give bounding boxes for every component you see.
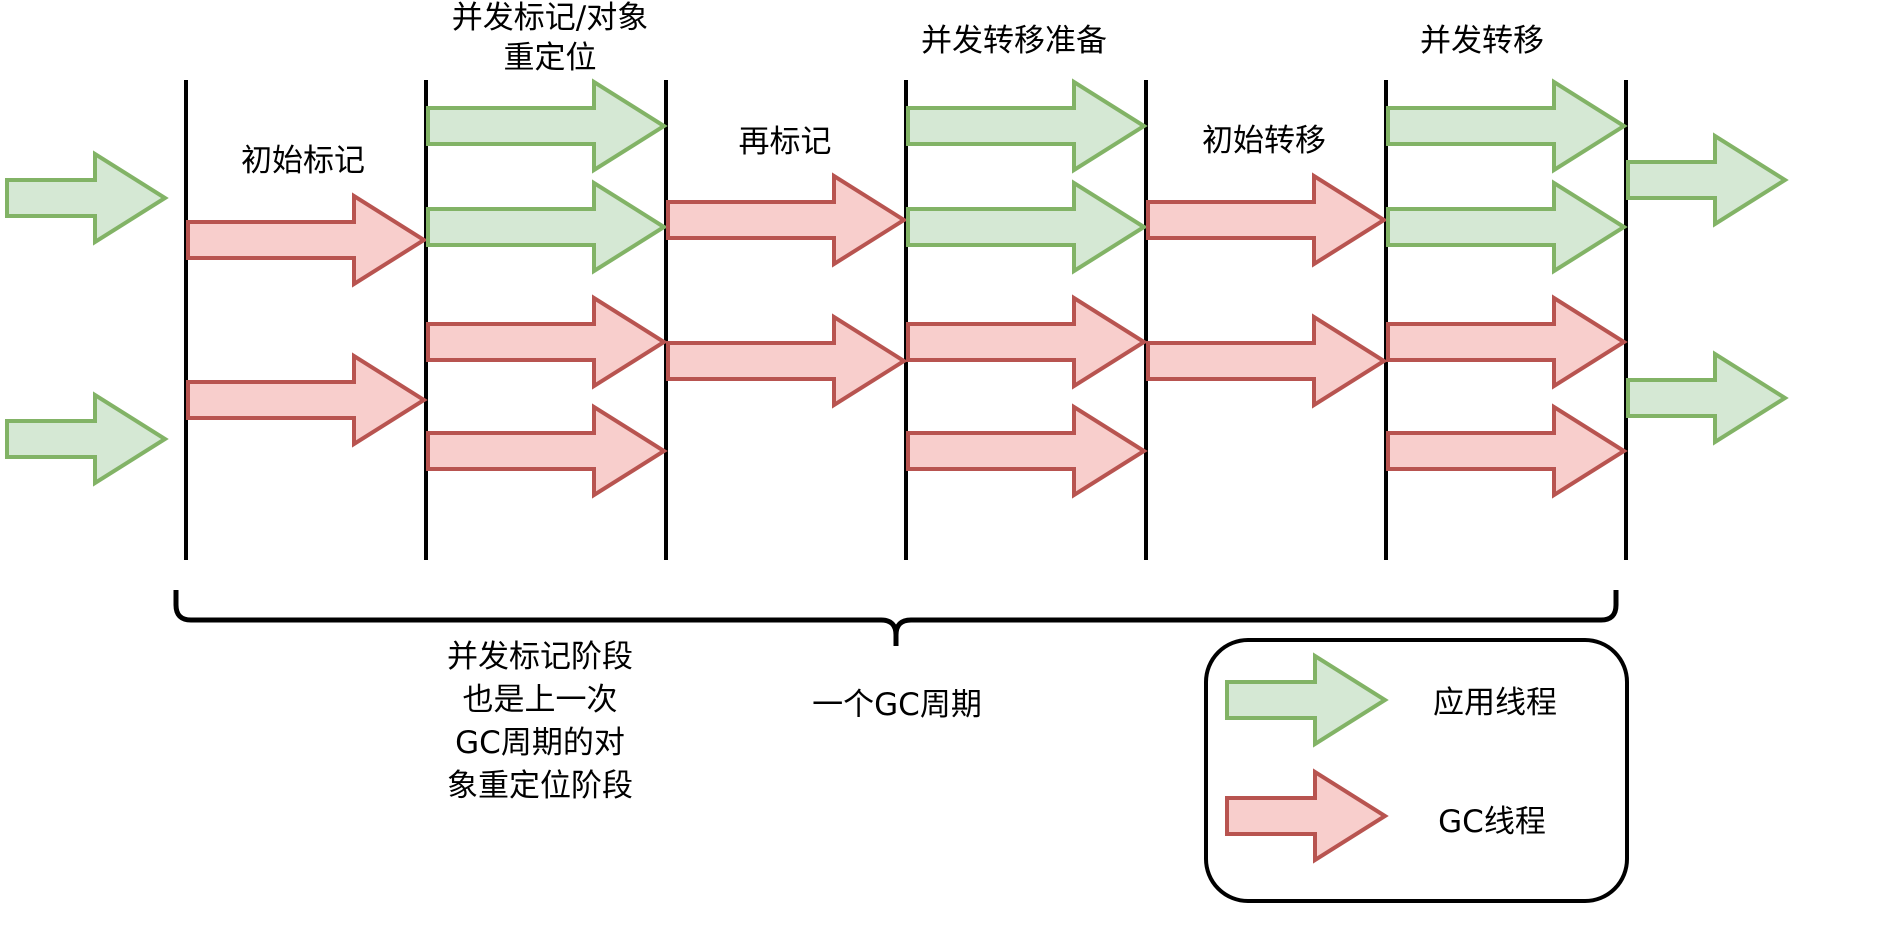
phase-label-concurrent-mark-relocate-line1: 并发标记/对象 [451,0,649,36]
gc-cycle-label: 一个GC周期 [812,687,982,723]
gc-cycle-brace [173,590,1619,646]
app-thread-arrow [5,391,169,487]
phase-label-concurrent-mark-relocate-line2: 重定位 [503,40,597,76]
gc-thread-arrow [666,313,908,409]
phase-dividers [184,80,1628,560]
app-thread-arrow [1386,179,1628,275]
note-line: 也是上一次 [462,682,618,718]
phase-label-concurrent-mark-relocate: 并发标记/对象 重定位 [452,0,648,78]
legend-box [1204,638,1629,903]
note-line: 并发标记阶段 [447,639,633,675]
gc-thread-arrow [906,294,1148,390]
app-thread-arrow [426,78,668,174]
app-thread-arrow [906,78,1148,174]
gc-thread-arrow [1386,403,1628,499]
legend-label-gc-thread: GC线程 [1438,804,1546,840]
app-thread-arrow [426,179,668,275]
gc-thread-arrow [186,192,428,288]
gc-thread-arrow [426,294,668,390]
phase-label-remark: 再标记 [738,124,832,160]
note-line: 象重定位阶段 [447,768,633,804]
legend-arrows [1225,652,1389,864]
gc-thread-arrow [186,352,428,448]
concurrent-mark-note: 并发标记阶段 也是上一次 GC周期的对 象重定位阶段 [447,636,633,808]
gc-thread-arrow [1146,313,1388,409]
phase-label-initial-relocate: 初始转移 [1202,123,1326,159]
legend-gc-arrow-icon [1225,768,1389,864]
legend-app-arrow-icon [1225,652,1389,748]
legend-label-app-thread: 应用线程 [1433,685,1557,721]
gc-thread-arrow [426,403,668,499]
app-thread-arrow [1626,132,1789,228]
gc-thread-arrow [1386,294,1628,390]
gc-thread-arrow [1146,172,1388,268]
app-thread-arrow [906,179,1148,275]
phase-label-concurrent-relocate-prep: 并发转移准备 [921,23,1107,59]
phase-label-concurrent-relocate: 并发转移 [1420,23,1544,59]
phase-label-initial-mark: 初始标记 [241,143,365,179]
note-line: GC周期的对 [455,725,625,761]
gc-thread-arrow [906,403,1148,499]
app-thread-arrow [1386,78,1628,174]
thread-arrows [5,78,1789,499]
gc-thread-arrow [666,172,908,268]
app-thread-arrow [1626,350,1789,446]
app-thread-arrow [5,150,169,246]
